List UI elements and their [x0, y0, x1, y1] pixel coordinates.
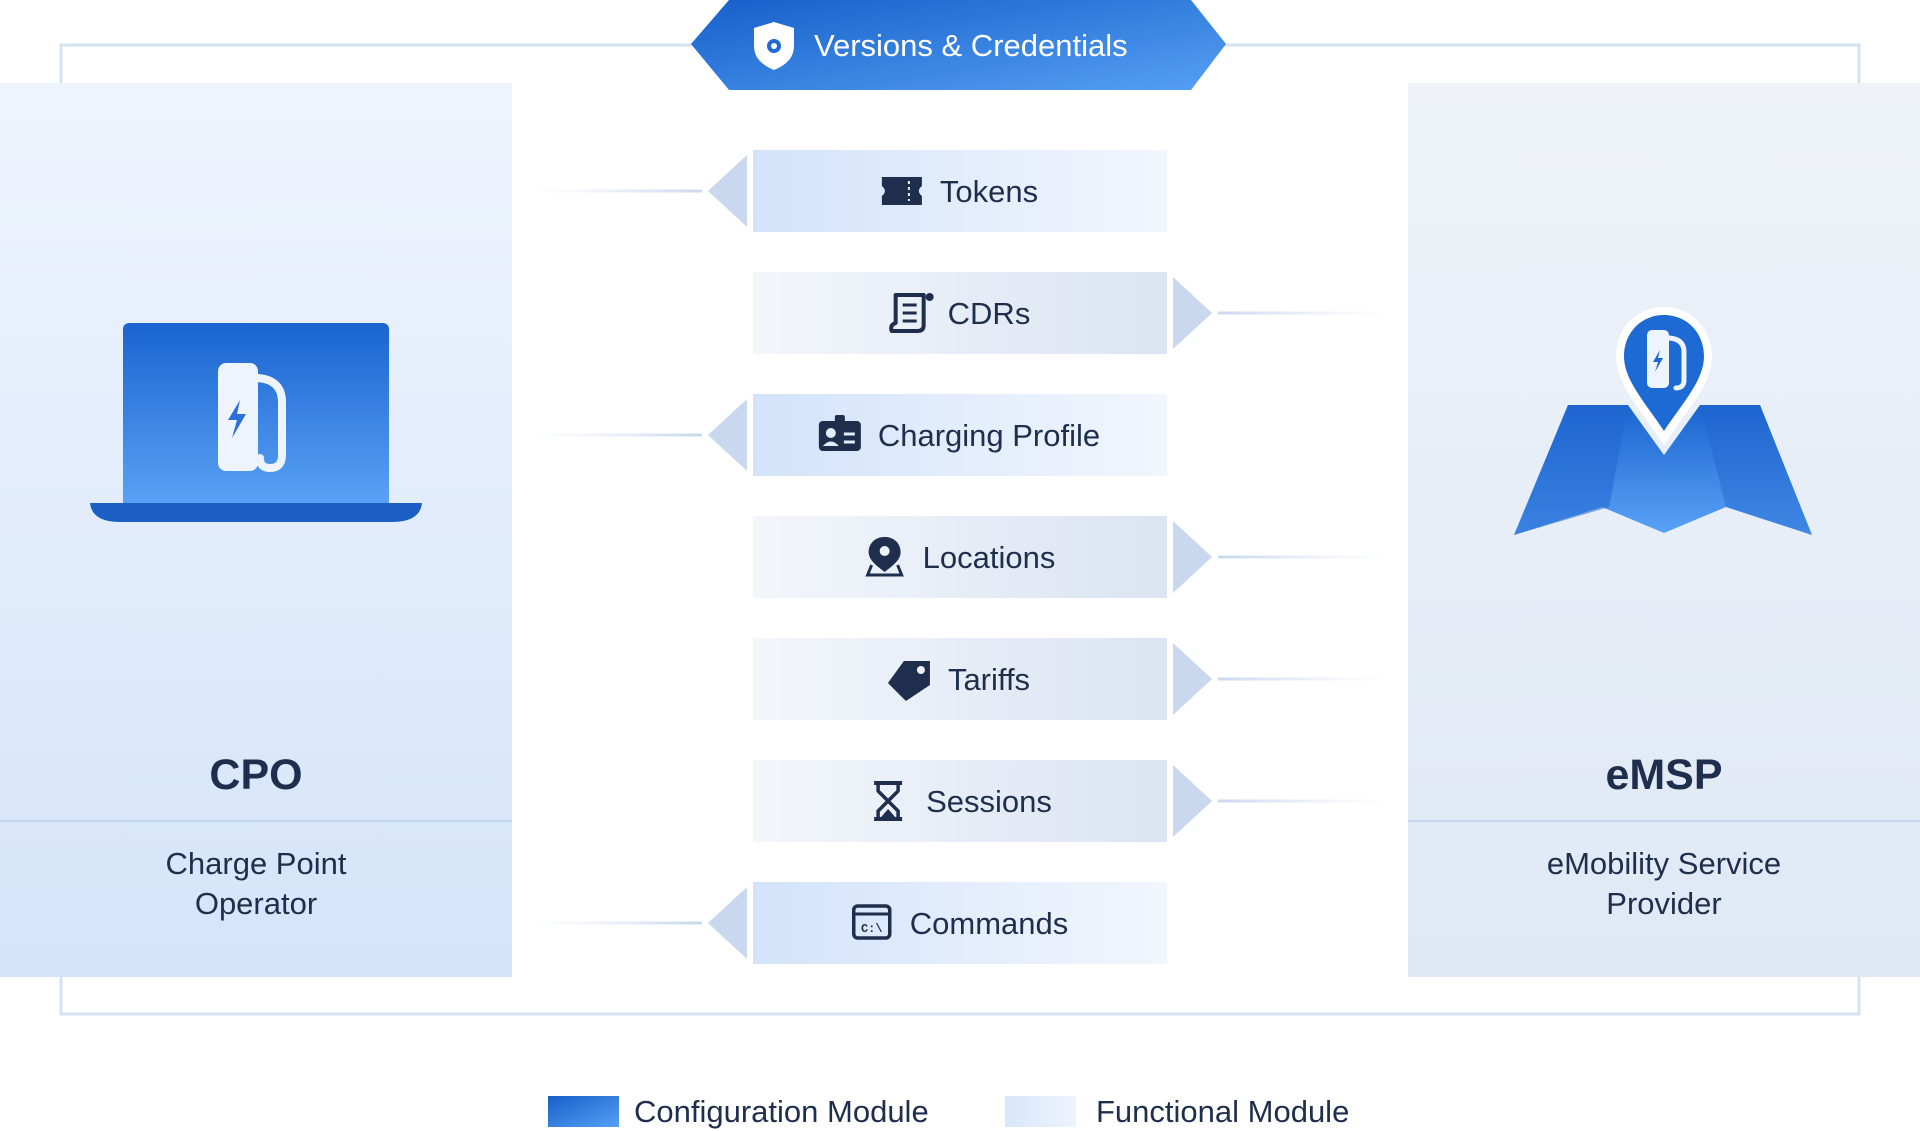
module-label: Sessions — [926, 784, 1052, 819]
module-commands: C:\ Commands — [530, 882, 1167, 964]
module-label: Tokens — [940, 174, 1038, 209]
module-label: Tariffs — [948, 662, 1030, 697]
module-box — [753, 882, 1167, 964]
versions-credentials-banner: Versions & Credentials — [691, 0, 1226, 90]
cpo-panel: CPO Charge Point Operator — [0, 83, 512, 977]
connector-line — [530, 189, 702, 193]
arrow-left-icon — [708, 399, 747, 471]
module-charging-profile: Charging Profile — [530, 394, 1167, 476]
module-tariffs: Tariffs — [753, 638, 1390, 720]
connector-line — [1218, 677, 1390, 681]
module-label: CDRs — [948, 296, 1031, 331]
location-pin-icon — [865, 537, 904, 577]
arrow-left-icon — [708, 155, 747, 227]
emsp-panel: eMSP eMobility Service Provider — [1408, 83, 1920, 977]
module-box — [753, 272, 1167, 354]
arrow-right-icon — [1173, 643, 1212, 715]
arrow-left-icon — [708, 887, 747, 959]
receipt-scroll-icon — [889, 293, 934, 333]
legend-swatch-functional — [1005, 1096, 1076, 1127]
arrow-right-icon — [1173, 765, 1212, 837]
emsp-name-line2: Provider — [1606, 886, 1721, 921]
connector-line — [1218, 555, 1390, 559]
profile-card-icon — [818, 415, 861, 451]
module-box — [753, 150, 1167, 232]
price-tag-icon — [887, 661, 930, 701]
emsp-name-line1: eMobility Service — [1547, 846, 1781, 881]
legend-label-functional: Functional Module — [1096, 1094, 1349, 1129]
legend: Configuration Module Functional Module — [548, 1094, 1349, 1129]
svg-text:C:\: C:\ — [861, 922, 883, 936]
legend-label-configuration: Configuration Module — [634, 1094, 929, 1129]
module-tokens: Tokens — [530, 150, 1167, 232]
cpo-name-line1: Charge Point — [166, 846, 347, 881]
laptop-charger-icon — [90, 323, 422, 522]
map-pin-charger-icon — [1514, 307, 1812, 535]
emsp-abbr: eMSP — [1605, 751, 1722, 799]
module-box — [753, 760, 1167, 842]
banner-title: Versions & Credentials — [814, 28, 1128, 63]
module-label: Commands — [910, 906, 1069, 941]
connector-line — [530, 921, 702, 925]
module-label: Locations — [923, 540, 1056, 575]
module-label: Charging Profile — [878, 418, 1100, 453]
shield-gear-icon — [754, 22, 794, 70]
terminal-icon: C:\ — [852, 904, 892, 940]
module-box — [753, 516, 1167, 598]
connector-line — [1218, 799, 1390, 803]
hourglass-icon — [874, 781, 903, 821]
cpo-name-line2: Operator — [195, 886, 317, 921]
module-locations: Locations — [753, 516, 1390, 598]
arrow-right-icon — [1173, 277, 1212, 349]
connector-line — [530, 433, 702, 437]
module-cdrs: CDRs — [753, 272, 1390, 354]
arrow-right-icon — [1173, 521, 1212, 593]
module-box — [753, 638, 1167, 720]
legend-swatch-configuration — [548, 1096, 619, 1127]
ticket-icon — [881, 177, 922, 205]
cpo-abbr: CPO — [209, 751, 302, 799]
module-sessions: Sessions — [753, 760, 1390, 842]
connector-line — [1218, 311, 1390, 315]
